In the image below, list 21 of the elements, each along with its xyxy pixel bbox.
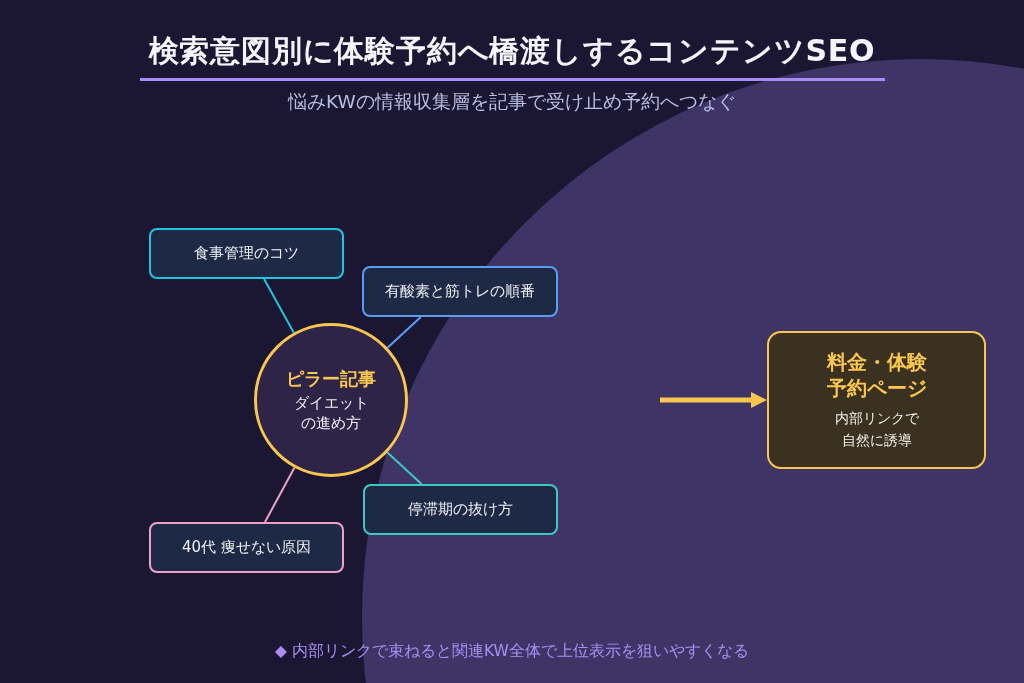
- connector-line: [264, 466, 296, 523]
- node-label: 有酸素と筋トレの順番: [385, 281, 535, 302]
- node-text: ダイエットの進め方: [292, 392, 370, 434]
- topic-box: [149, 228, 344, 279]
- node-heading: ピラー記事: [286, 366, 376, 390]
- topic-box: [149, 522, 344, 573]
- footnote: ◆ 内部リンクで束ねると関連KW全体で上位表示を狙いやすくなる: [275, 642, 749, 661]
- subtitle: 悩みKWの情報収集層を記事で受け止め予約へつなぐ: [288, 91, 736, 114]
- connector-line: [386, 451, 423, 485]
- topic-box: [363, 484, 558, 535]
- node-label: 停滞期の抜け方: [408, 499, 513, 520]
- node-label: 食事管理のコツ: [194, 243, 299, 264]
- connector-line: [386, 316, 422, 349]
- node-label: 40代 痩せない原因: [182, 537, 311, 558]
- node-heading: 料金・体験予約ページ: [825, 348, 928, 401]
- connector-line: [263, 278, 295, 334]
- arrow: [660, 392, 767, 408]
- node-text: 内部リンクで自然に誘導: [833, 408, 920, 450]
- title: 検索意図別に体験予約へ橋渡しするコンテンツSEO: [148, 33, 876, 69]
- cta-box: [767, 331, 986, 469]
- topic-box: [362, 266, 558, 317]
